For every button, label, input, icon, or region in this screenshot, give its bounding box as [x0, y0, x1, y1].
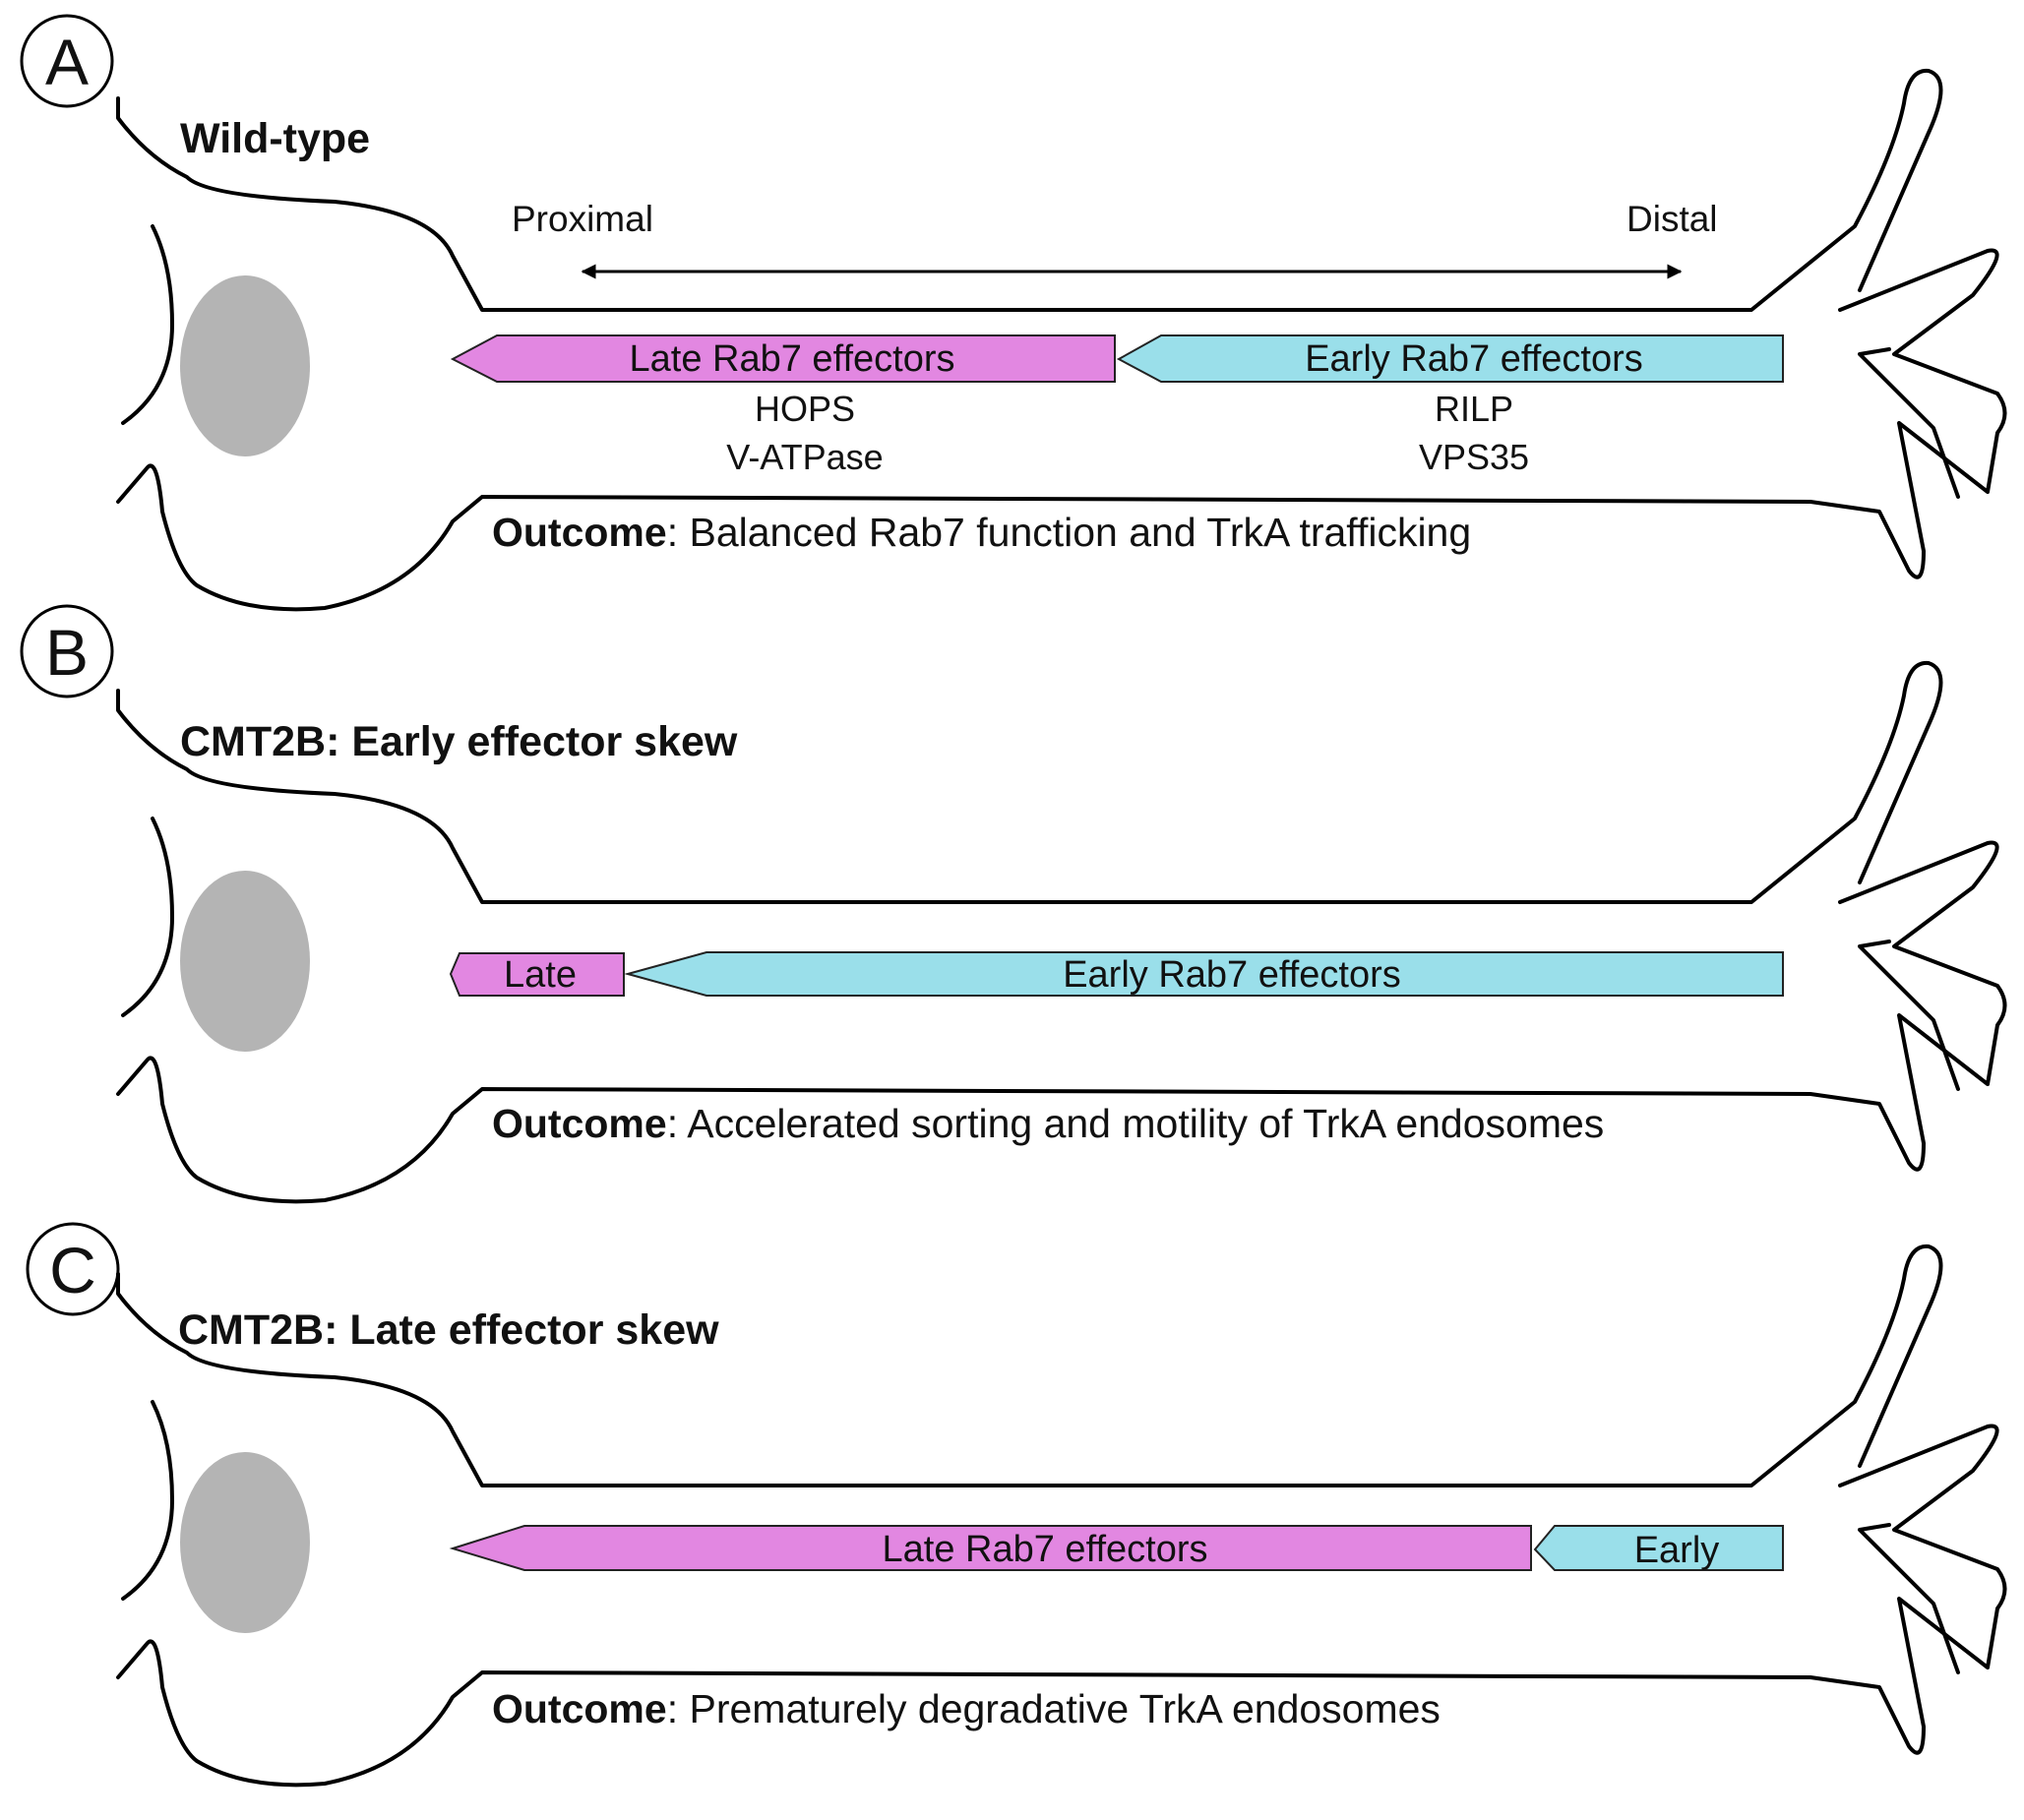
panel-c-title: CMT2B: Late effector skew: [178, 1306, 719, 1354]
panel-a-late-example-2: V-ATPase: [726, 437, 883, 477]
panel-b-early-bar: [624, 951, 1784, 997]
panel-c-outcome: Outcome: Prematurely degradative TrkA en…: [492, 1686, 1441, 1731]
proximal-label: Proximal: [512, 199, 653, 239]
panel-a-late-label: Late Rab7 effectors: [630, 338, 955, 380]
panel-c-outcome-text: : Prematurely degradative TrkA endosomes: [667, 1686, 1441, 1731]
panel-a-late-example-1: HOPS: [755, 389, 855, 429]
distal-label: Distal: [1626, 199, 1718, 239]
panel-a-early-example-1: RILP: [1435, 389, 1513, 429]
panel-c-late-bar: [449, 1525, 1532, 1571]
panel-b-title: CMT2B: Early effector skew: [180, 718, 738, 765]
panel-a-letter: A: [45, 26, 89, 98]
panel-a: A Wild-type Proximal Distal Late Rab7 ef…: [20, 14, 2007, 612]
panel-a-nucleus: [180, 275, 310, 456]
panel-c: C CMT2B: Late effector skew Late Rab7 ef…: [26, 1222, 2007, 1788]
panel-c-letter: C: [49, 1234, 96, 1306]
panel-b-late-bar: [449, 952, 625, 997]
panel-b-badge: [20, 604, 114, 698]
panel-a-outcome-bold: Outcome: [492, 510, 667, 555]
panel-c-late-label: Late Rab7 effectors: [883, 1529, 1208, 1570]
panel-a-late-bar: [450, 334, 1116, 383]
panel-c-early-bar: [1533, 1525, 1784, 1571]
panel-c-early-label: Early: [1634, 1530, 1720, 1571]
panel-a-early-label: Early Rab7 effectors: [1305, 338, 1643, 380]
panel-a-early-bar: [1116, 334, 1784, 383]
panel-a-outcome: Outcome: Balanced Rab7 function and TrkA…: [492, 510, 1471, 555]
panel-b-outcome-bold: Outcome: [492, 1101, 667, 1146]
panel-c-badge: [26, 1222, 120, 1316]
panel-a-early-example-2: VPS35: [1419, 437, 1529, 477]
panel-a-badge: [20, 14, 114, 108]
panel-b-early-label: Early Rab7 effectors: [1063, 954, 1401, 996]
panel-c-nucleus: [180, 1452, 310, 1633]
panel-b: B CMT2B: Early effector skew Late Early …: [20, 604, 2007, 1204]
panel-a-title: Wild-type: [180, 115, 370, 162]
panel-b-nucleus: [180, 871, 310, 1052]
panel-b-late-label: Late: [504, 954, 577, 996]
panel-b-outcome-text: : Accelerated sorting and motility of Tr…: [667, 1101, 1605, 1146]
panel-c-outcome-bold: Outcome: [492, 1686, 667, 1731]
panel-b-letter: B: [45, 616, 89, 689]
panel-a-outcome-text: : Balanced Rab7 function and TrkA traffi…: [667, 510, 1471, 555]
panel-b-outcome: Outcome: Accelerated sorting and motilit…: [492, 1101, 1604, 1146]
